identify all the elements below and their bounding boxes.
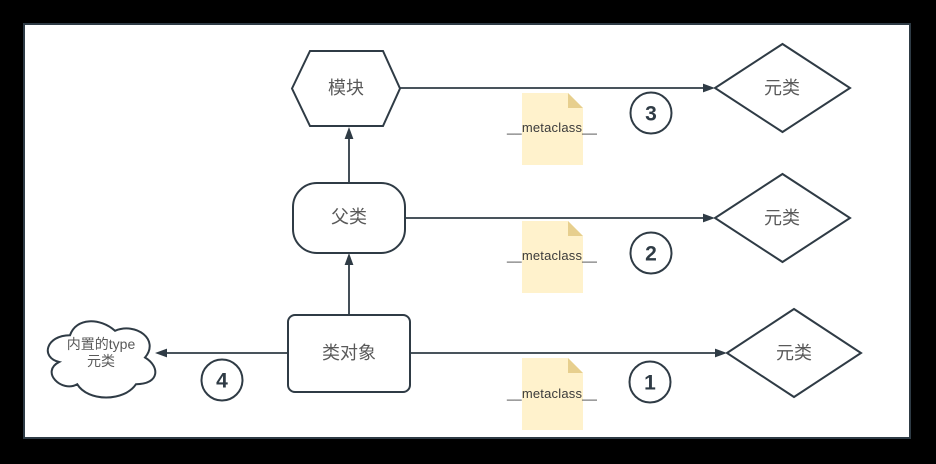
step-4-circle: [200, 358, 244, 402]
sticky-notes: [522, 93, 583, 430]
metaclass-bottom-diamond: [725, 307, 863, 399]
step-circles: [200, 91, 673, 404]
metaclass-top-label: 元类: [764, 78, 800, 99]
arrowheads: [155, 83, 727, 358]
arrowhead-left-to-cloud: [155, 348, 167, 358]
step-1-number: 1: [644, 371, 656, 395]
step-3-circle: [629, 91, 673, 135]
step-3-number: 3: [645, 102, 657, 126]
step-2-circle: [629, 231, 673, 275]
note-top: [522, 93, 583, 165]
class-object-rect: [287, 314, 411, 393]
connectors: [166, 87, 716, 354]
cloud-label-line1: 内置的type: [66, 336, 136, 352]
metaclass-bottom-label: 元类: [776, 343, 812, 364]
metaclass-middle-diamond: [713, 172, 852, 264]
step-4-number: 4: [216, 369, 228, 393]
arrowhead-up-to-module: [344, 127, 354, 139]
note-bottom: [522, 358, 583, 430]
parent-class-rounded-rect: [292, 182, 406, 254]
module-label: 模块: [328, 78, 364, 99]
metaclass-top-diamond: [713, 42, 852, 134]
arrowhead-right-middle: [703, 213, 715, 223]
cloud-label-line2: 元类: [87, 353, 115, 369]
class-object-label: 类对象: [322, 343, 376, 364]
note-bottom-text: __metaclass__: [506, 386, 598, 402]
arrowhead-right-bottom: [715, 348, 727, 358]
note-top-text: __metaclass__: [506, 120, 598, 136]
metaclass-middle-label: 元类: [764, 208, 800, 229]
note-middle-text: __metaclass__: [506, 248, 598, 264]
step-2-number: 2: [645, 242, 657, 266]
step-1-circle: [628, 360, 672, 404]
arrowhead-up-to-parent: [344, 253, 354, 265]
module-hexagon: [290, 50, 402, 127]
note-middle: [522, 221, 583, 293]
builtin-type-cloud-label: 内置的type 元类: [67, 336, 135, 370]
arrowhead-right-top: [703, 83, 715, 93]
parent-class-label: 父类: [331, 207, 367, 228]
builtin-type-cloud: [46, 320, 157, 399]
